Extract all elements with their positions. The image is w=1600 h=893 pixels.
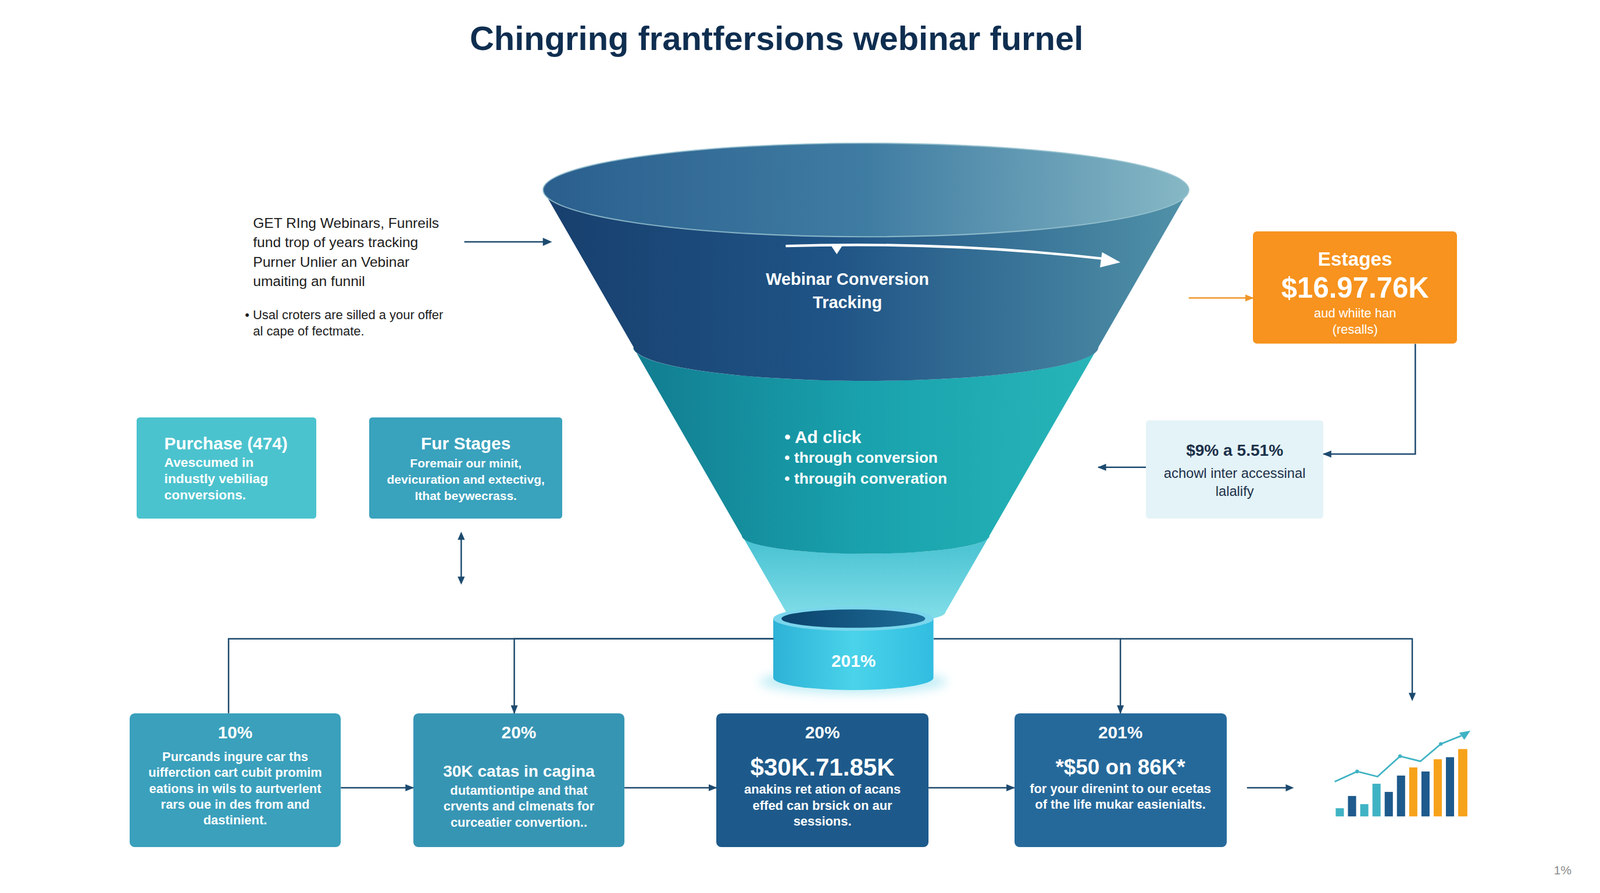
box-heading: Estages xyxy=(1318,247,1393,272)
connector xyxy=(1188,297,1254,299)
chart-trend-line xyxy=(1334,736,1462,782)
chart-bar xyxy=(1360,804,1369,817)
stage-box: 20% $30K.71.85Kanakins ret ation of acans… xyxy=(716,713,929,848)
box-heading: $9% a 5.51% xyxy=(1186,439,1284,463)
connector xyxy=(1098,466,1146,469)
text-stack: 20% $30K.71.85Kanakins ret ation of acans… xyxy=(730,720,915,830)
double-arrow-line xyxy=(460,537,462,579)
box-text: • througih converation xyxy=(784,468,948,489)
box-text: dutamtiontipe and that crvents and clmen… xyxy=(427,782,612,831)
cylinder-outline xyxy=(773,606,934,691)
arrow-head xyxy=(457,531,465,541)
chart-icon xyxy=(1334,730,1471,817)
funnel-band: Webinar Conversion Tracking xyxy=(543,143,1189,381)
connector xyxy=(514,638,774,714)
note-text: • Usal croters are silled a your offer a… xyxy=(244,306,455,340)
note-text: GET RIng Webinars, Funreils fund trop of… xyxy=(252,213,463,291)
stat-box: Estages$16.97.76Kaud whiite han (resalls… xyxy=(1252,231,1457,344)
arrow-head xyxy=(457,576,465,585)
box-text: Foremair our minit, devicuration and ext… xyxy=(374,455,557,505)
connector xyxy=(624,787,717,789)
box-heading: 20% xyxy=(805,720,841,745)
funnel-cylinder: 201% xyxy=(773,606,934,691)
band-outline xyxy=(543,143,1189,381)
chart-bar xyxy=(1409,767,1418,817)
funnel-rim xyxy=(543,143,1189,237)
chart-bar xyxy=(1458,748,1468,817)
info-box: Fur StagesForemair our minit, devicurati… xyxy=(369,417,563,519)
text-stack: 10% Purcands ingure car ths uifferction c… xyxy=(143,720,328,828)
cylinder-rim xyxy=(773,606,934,631)
leader-line xyxy=(464,241,546,243)
band-shape xyxy=(543,143,1189,381)
text-stack: • Ad click• through conversion• througih… xyxy=(784,426,948,489)
stage-box: 20% 30K catas in caginadutamtiontipe and … xyxy=(413,713,625,848)
arrow-head xyxy=(1408,693,1416,702)
stage-box: 201% *$50 on 86K*for your direnint to our… xyxy=(1014,713,1227,848)
box-heading: Fur Stages xyxy=(420,432,511,456)
chart-point xyxy=(1398,754,1402,759)
text-stack: Purchase (474)Avescumed in industly vebi… xyxy=(164,432,292,503)
box-text: $16.97.76K xyxy=(1281,271,1430,306)
box-heading: Purchase (474) xyxy=(164,432,288,456)
info-box: Purchase (474)Avescumed in industly vebi… xyxy=(136,417,317,519)
band-shape xyxy=(633,347,1099,555)
connector xyxy=(1323,343,1416,455)
branch-line xyxy=(1120,638,1413,695)
box-heading: 201% xyxy=(831,650,876,673)
chart-bar xyxy=(1335,808,1344,817)
box-text: for your direnint to our ecetas of the l… xyxy=(1028,780,1213,813)
diagram-title: Chingring frantfersions webinar furnel xyxy=(0,17,1553,61)
box-text: $30K.71.85K xyxy=(750,752,895,782)
connector xyxy=(228,638,774,714)
text-stack: Estages$16.97.76Kaud whiite han (resalls… xyxy=(1281,247,1430,338)
leader-arrow xyxy=(464,237,553,246)
box-text: anakins ret ation of acans effed can brs… xyxy=(730,781,915,830)
chart-bar xyxy=(1433,759,1442,817)
box-text: Purcands ingure car ths uifferction cart… xyxy=(143,748,328,828)
connector xyxy=(928,787,1014,789)
page-number: 1% xyxy=(1520,862,1572,879)
box-heading: 10% xyxy=(218,720,253,745)
text-stack: 201% xyxy=(831,650,876,673)
chart-bar xyxy=(1347,795,1356,817)
chart-point xyxy=(1355,769,1359,774)
box-text: achowl inter accessinal lalalify xyxy=(1163,464,1307,502)
chart-bar xyxy=(1421,771,1430,817)
arrow-head xyxy=(1459,730,1471,741)
box-text: 30K catas in cagina xyxy=(443,760,595,784)
chart-bar xyxy=(1397,775,1406,817)
double-arrow xyxy=(457,531,465,585)
metric-box: $9% a 5.51%achowl inter accessinal lalal… xyxy=(1145,420,1324,519)
text-stack: $9% a 5.51%achowl inter accessinal lalal… xyxy=(1163,439,1307,501)
text-stack: 20% 30K catas in caginadutamtiontipe and … xyxy=(427,720,612,831)
chart-bar xyxy=(1445,756,1455,817)
connector xyxy=(340,787,414,789)
cylinder-opening xyxy=(781,609,925,628)
box-text: Avescumed in industly vebiliag conversio… xyxy=(164,454,292,503)
box-heading: 201% xyxy=(1098,720,1143,745)
text-stack: 201% *$50 on 86K*for your direnint to our… xyxy=(1028,720,1213,813)
box-heading: • Ad click xyxy=(784,426,862,449)
branch-line xyxy=(1247,787,1287,789)
stage-box: 10% Purcands ingure car ths uifferction c… xyxy=(129,713,341,848)
box-text: aud whiite han (resalls) xyxy=(1293,305,1417,338)
box-heading: Webinar Conversion Tracking xyxy=(758,267,937,315)
box-text: *$50 on 86K* xyxy=(1055,754,1185,781)
arrow-head xyxy=(543,237,553,246)
text-stack: Fur StagesForemair our minit, devicurati… xyxy=(374,432,557,505)
arrow-head xyxy=(1285,784,1294,792)
box-text: • through conversion xyxy=(784,447,938,469)
text-stack: Webinar Conversion Tracking xyxy=(758,267,937,315)
chart-bar xyxy=(1384,791,1394,817)
chart-point xyxy=(1438,741,1443,746)
chart-bar xyxy=(1372,783,1381,817)
connector xyxy=(933,638,1121,714)
box-heading: 20% xyxy=(501,720,537,745)
